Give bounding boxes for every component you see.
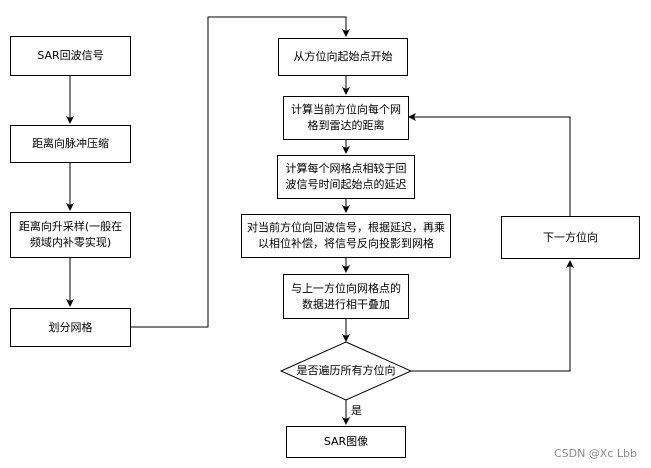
node-start-azimuth: 从方位向起始点开始 — [278, 38, 408, 76]
node-sar-echo-label: SAR回波信号 — [37, 49, 104, 62]
node-grid-partition: 划分网格 — [10, 308, 131, 347]
node-sar-image-label: SAR图像 — [323, 435, 369, 448]
node-compute-distance: 计算当前方位向每个网格到雷达的距离 — [283, 96, 409, 140]
node-next-azimuth-label: 下一方位向 — [543, 230, 598, 244]
edge-next-to-distance — [408, 113, 571, 216]
node-range-compression: 距离向脉冲压缩 — [10, 125, 131, 163]
node-backprojection-label: 对当前方位向回波信号，根据延迟，再乘以相位补偿，将信号反向投影到网格 — [247, 221, 445, 250]
node-coherent-sum: 与上一方位向网格点的数据进行相干叠加 — [283, 274, 409, 319]
node-next-azimuth: 下一方位向 — [501, 216, 640, 259]
node-grid-partition-label: 划分网格 — [48, 320, 93, 334]
edge-label-yes: 是 — [351, 404, 362, 418]
node-range-upsampling-label: 距离向升采样(一般在频域内补零实现) — [18, 220, 123, 249]
node-sar-image: SAR图像 — [286, 426, 406, 458]
edge-decision-to-next — [411, 260, 574, 372]
node-range-upsampling: 距离向升采样(一般在频域内补零实现) — [10, 212, 131, 258]
decision-diamond — [279, 341, 413, 401]
node-start-azimuth-label: 从方位向起始点开始 — [293, 50, 393, 63]
node-sar-echo: SAR回波信号 — [10, 36, 131, 76]
node-compute-delay: 计算每个网格点相较于回波信号时间起始点的延迟 — [277, 155, 415, 199]
node-compute-distance-label: 计算当前方位向每个网格到雷达的距离 — [291, 103, 401, 132]
decision-label: 是否遍历所有方位向 — [296, 364, 396, 377]
watermark: CSDN @Xc Lbb — [553, 447, 637, 460]
node-backprojection: 对当前方位向回波信号，根据延迟，再乘以相位补偿，将信号反向投影到网格 — [241, 214, 451, 258]
node-coherent-sum-label: 与上一方位向网格点的数据进行相干叠加 — [291, 281, 401, 311]
edge-grid-to-start — [130, 16, 350, 328]
node-range-compression-label: 距离向脉冲压缩 — [32, 137, 109, 150]
node-compute-delay-label: 计算每个网格点相较于回波信号时间起始点的延迟 — [285, 162, 407, 191]
